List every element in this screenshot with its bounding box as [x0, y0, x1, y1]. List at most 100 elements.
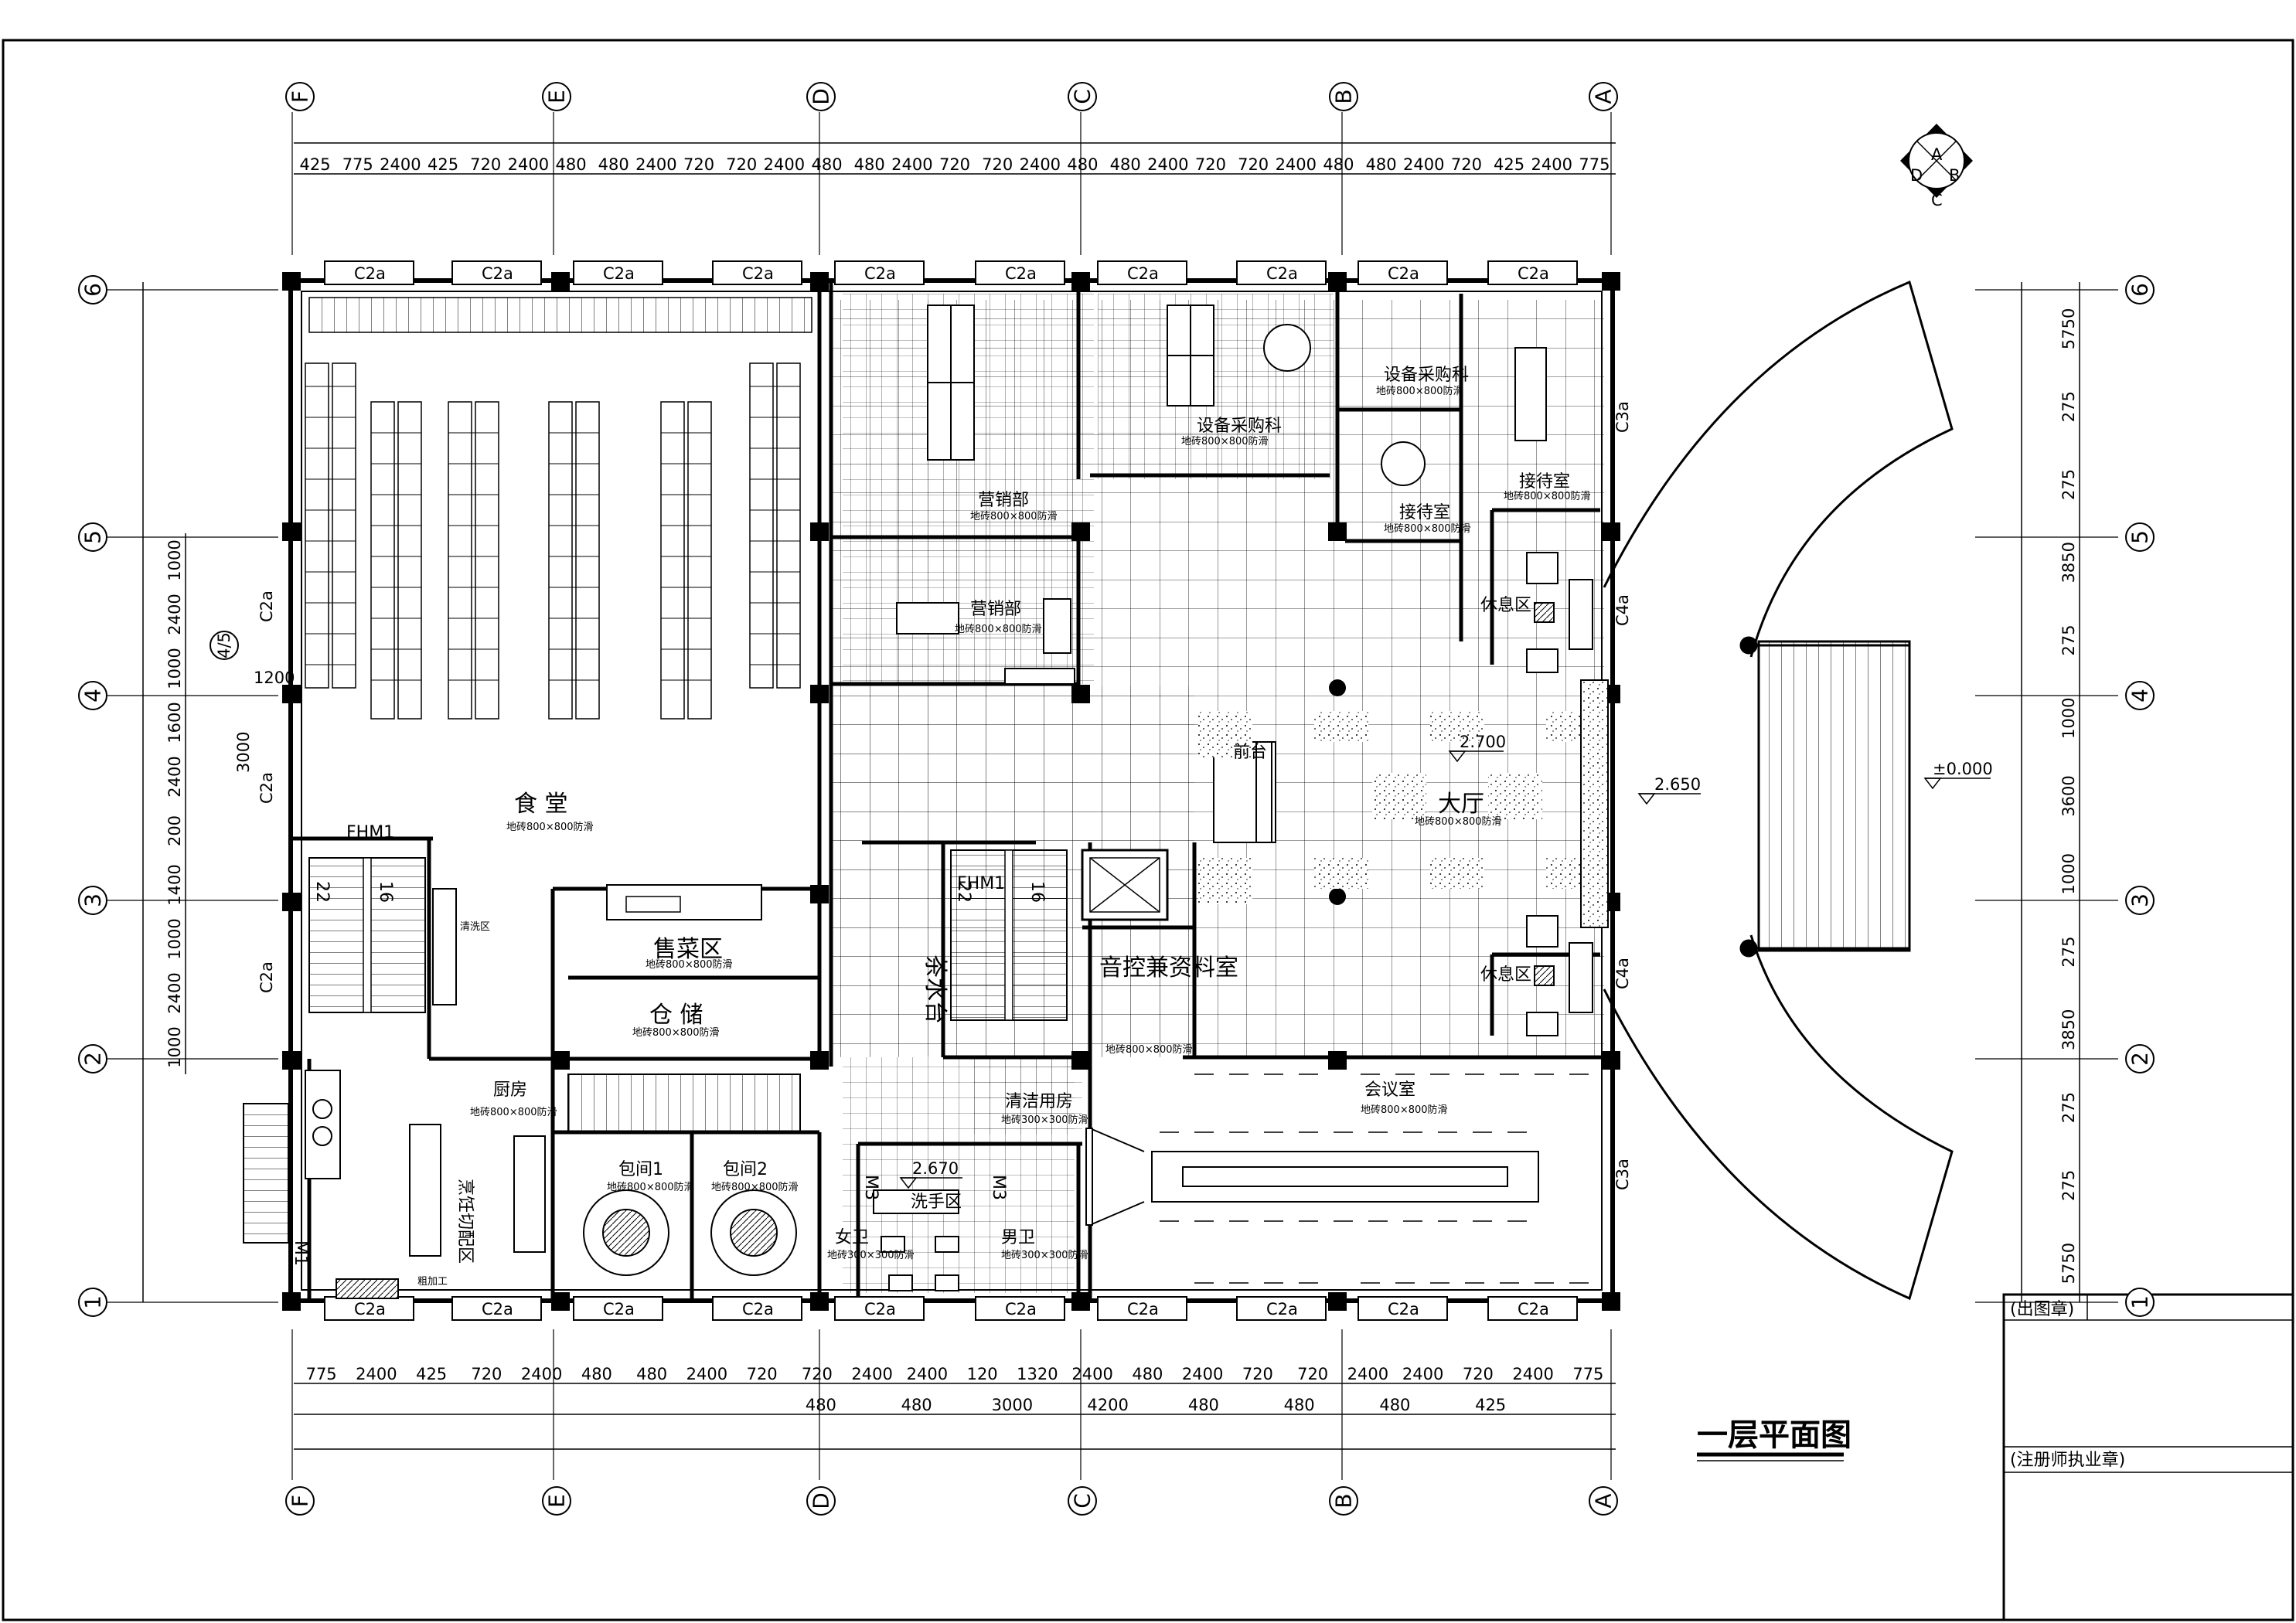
- dimension-label: 720: [982, 155, 1013, 174]
- dimension-label: 425: [300, 155, 331, 174]
- av-room-label: 音控兼资料室: [1099, 954, 1238, 982]
- storage-label: 仓 储: [649, 1002, 703, 1029]
- axis-1-right: 1: [2127, 1295, 2153, 1309]
- sales1-label: 营销部: [978, 491, 1029, 510]
- dimension-label: 480: [1132, 1365, 1163, 1383]
- dimension-label: 425: [416, 1365, 447, 1383]
- axis-2-left: 2: [80, 1052, 106, 1066]
- servery-counter: [606, 884, 762, 920]
- stair-label: 22: [312, 881, 332, 903]
- window-label: C2a: [354, 1300, 386, 1318]
- window-label: C2a: [257, 772, 276, 804]
- room-labels: 食 堂 地砖800×800防滑 售菜区 地砖800×800防滑 仓 储 地砖80…: [417, 366, 1591, 1288]
- dimension-label: 120: [967, 1365, 998, 1383]
- window-label: C2a: [1388, 1300, 1419, 1318]
- dimension-label: 5750: [2059, 1243, 2078, 1284]
- window-label: C2a: [1127, 264, 1159, 283]
- stair-corridor: [567, 1073, 801, 1133]
- axis-6-right: 6: [2127, 283, 2153, 297]
- dimension-label: 2400: [165, 594, 184, 635]
- level-entrance: 2.650: [1654, 775, 1701, 794]
- dimension-label: 480: [1110, 155, 1141, 174]
- dimension-label: 720: [1451, 155, 1482, 174]
- stair-label: 16: [376, 881, 395, 903]
- dimension-label: 2400: [891, 155, 932, 174]
- sales1-note: 地砖800×800防滑: [970, 510, 1058, 522]
- dimension-label: 480: [1284, 1396, 1315, 1414]
- rest-area-sofas: [1526, 552, 1593, 1036]
- window-label: C2a: [482, 264, 513, 283]
- wc-f-label: 女卫: [835, 1228, 869, 1247]
- dimension-label: 2400: [165, 972, 184, 1013]
- meeting-table: [1085, 1128, 1539, 1226]
- axis-d-bottom: D: [809, 1492, 834, 1509]
- window-label: C2a: [1266, 264, 1298, 283]
- dimension-label: 3000: [992, 1396, 1033, 1414]
- axis-5-left: 5: [80, 530, 106, 544]
- dimension-label: 720: [726, 155, 757, 174]
- private1-label: 包间1: [618, 1160, 663, 1179]
- equip-purchase-note: 地砖800×800防滑: [1376, 385, 1463, 397]
- axis-f-top: F: [288, 90, 313, 103]
- lobby-features: [1198, 679, 1609, 928]
- dimension-label: 480: [556, 155, 587, 174]
- outer-wall: [288, 278, 1615, 1303]
- window-label: C2a: [1388, 264, 1419, 283]
- stair-label: 22: [954, 881, 973, 903]
- dimension-label: 720: [1297, 1365, 1328, 1383]
- office2-floor-grid: [1098, 294, 1334, 479]
- dimension-label: 720: [470, 155, 501, 174]
- lobby-note: 地砖800×800防滑: [1415, 815, 1502, 828]
- washroom-fixtures: [873, 1189, 959, 1291]
- dimension-label: 2400: [165, 756, 184, 797]
- private2-note: 地砖800×800防滑: [711, 1181, 799, 1193]
- window-label: C2a: [1005, 264, 1037, 283]
- handwash-label: 洗手区: [911, 1193, 962, 1212]
- dimension-label: 275: [2059, 1092, 2078, 1123]
- meeting-label: 会议室: [1364, 1080, 1415, 1100]
- dimension-label: 1000: [165, 648, 184, 689]
- window-label: C2a: [864, 1300, 896, 1318]
- canteen-note: 地砖800×800防滑: [506, 821, 594, 833]
- dimension-label: 2400: [907, 1365, 948, 1383]
- dimension-label: 480: [1188, 1396, 1219, 1414]
- window-label: C2a: [864, 264, 896, 283]
- dimension-label: 720: [1238, 155, 1269, 174]
- front-desk-label: 前台: [1233, 743, 1267, 762]
- storage-note: 地砖800×800防滑: [632, 1026, 720, 1039]
- tea-label: 茶水台: [921, 954, 949, 1024]
- window-label: C3a: [1613, 1159, 1632, 1190]
- window-label: C2a: [1518, 1300, 1549, 1318]
- level-lobby: 2.700: [1460, 733, 1506, 751]
- private2-label: 包间2: [723, 1160, 768, 1179]
- windows-top: [324, 260, 1578, 285]
- compass-c: C: [1931, 191, 1943, 209]
- cook-zone-label: 烹饪切配区: [455, 1179, 475, 1264]
- rest1-label: 休息区: [1480, 596, 1531, 615]
- cleaning-note: 地砖300×300防滑: [1001, 1114, 1088, 1126]
- dimension-label: 480: [854, 155, 885, 174]
- wc-f-note: 地砖300×300防滑: [827, 1249, 915, 1261]
- wc-m-note: 地砖300×300防滑: [1001, 1249, 1088, 1261]
- equip-purchase-label: 设备采购科: [1384, 366, 1469, 385]
- dimension-label: 775: [342, 155, 373, 174]
- dimension-label: 200: [165, 815, 184, 846]
- drawing-border: [2, 39, 2294, 1621]
- dimension-label: 1000: [165, 539, 184, 580]
- window-label: C2a: [603, 264, 635, 283]
- lobby-label: 大厅: [1438, 791, 1484, 818]
- dimension-label: 720: [747, 1365, 778, 1383]
- door-m3-label: M3: [989, 1175, 1008, 1200]
- dimension-label: 2400: [356, 1365, 397, 1383]
- dimension-label: 720: [802, 1365, 833, 1383]
- dimension-label: 3850: [2059, 542, 2078, 583]
- canteen-label: 食 堂: [514, 791, 568, 818]
- reception1-note: 地砖800×800防滑: [1504, 490, 1591, 502]
- dimension-label: 480: [1323, 155, 1354, 174]
- wash-zone-label: 清洗区: [460, 921, 490, 933]
- reception2-note: 地砖800×800防滑: [1384, 522, 1471, 535]
- window-label: C3a: [1613, 401, 1632, 433]
- meeting-chairs: [1160, 1073, 1589, 1284]
